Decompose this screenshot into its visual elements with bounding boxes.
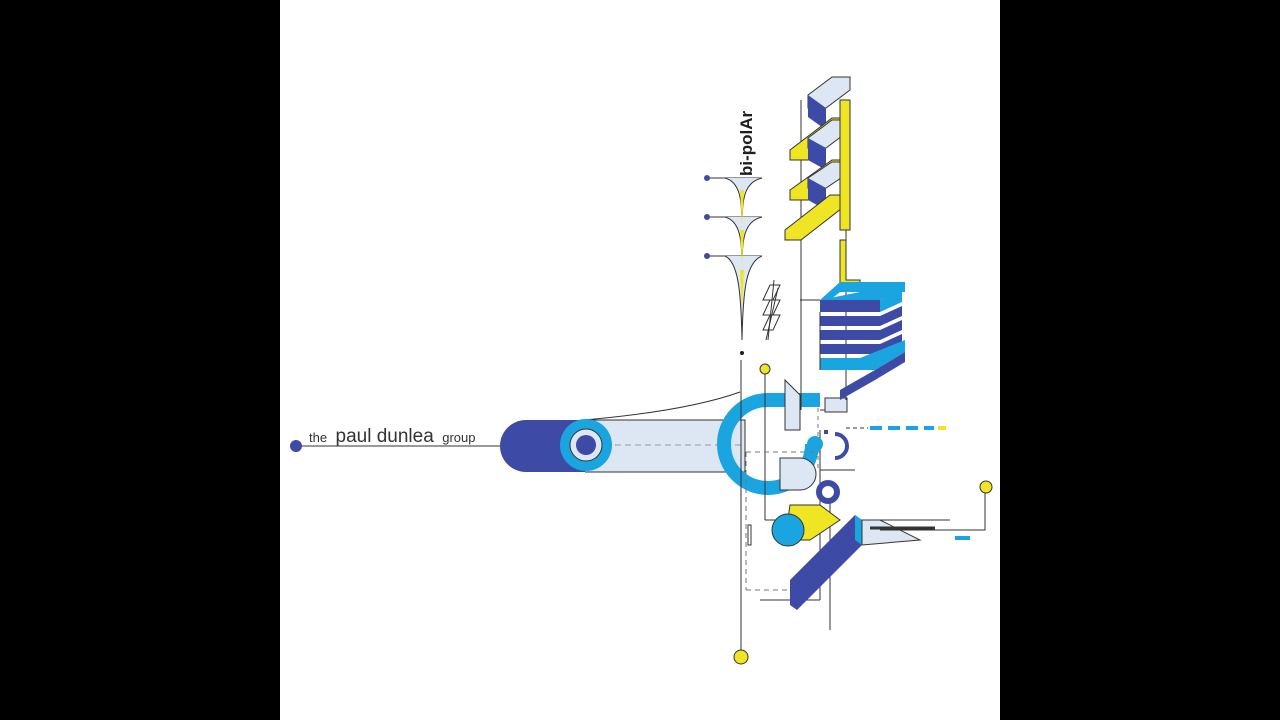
belt-assembly (500, 391, 746, 473)
cyan-loop (717, 378, 848, 495)
cover-artwork: the paul dunlea group (290, 76, 993, 665)
yellow-dot-right (979, 480, 993, 494)
lead-dot (290, 440, 302, 452)
yellow-dot-top (759, 363, 771, 375)
yellow-dot-bottom (733, 649, 749, 665)
funnel-stack (704, 175, 763, 355)
lower-cylinder (747, 480, 841, 547)
artist-lead-line (290, 440, 500, 452)
hatch-marks (762, 279, 781, 341)
album-title: bi-polAr (737, 110, 756, 176)
tower (784, 76, 905, 400)
album-cover: the paul dunlea group (280, 0, 1000, 720)
hook-assembly (807, 426, 946, 460)
artist-name: the paul dunlea group (309, 426, 476, 447)
navy-slab (790, 493, 986, 610)
